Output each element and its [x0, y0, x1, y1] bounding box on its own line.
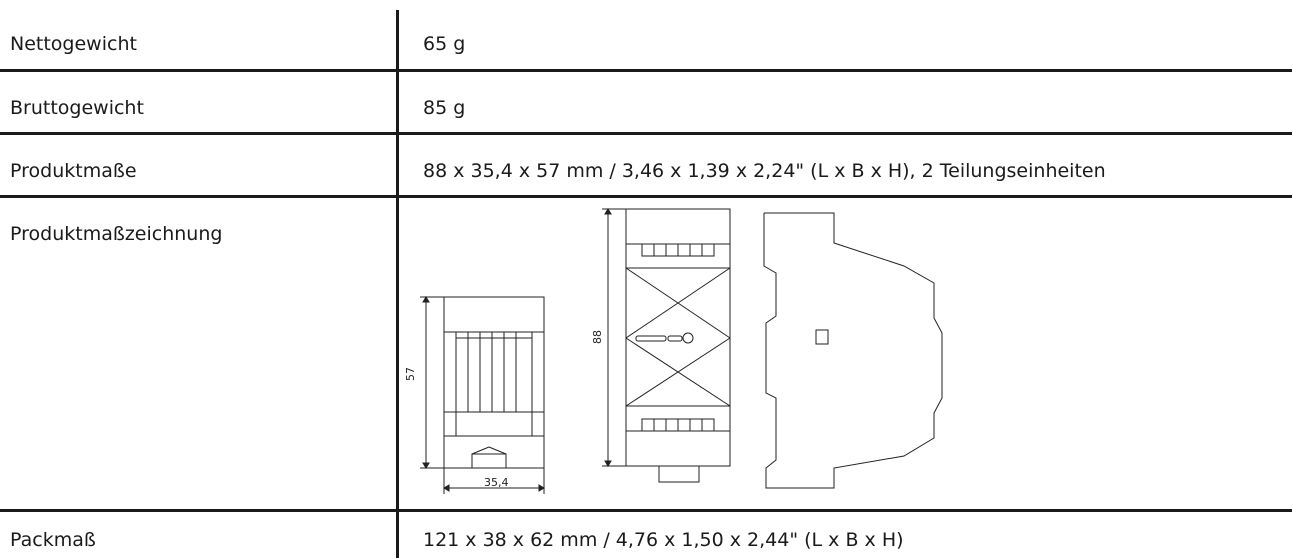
- row-value-product-dimensions: 88 x 35,4 x 57 mm / 3,46 x 1,39 x 2,24" …: [423, 160, 1106, 182]
- dim-width-label: 35,4: [484, 476, 509, 489]
- row-label-gross-weight: Bruttogewicht: [10, 97, 144, 119]
- row-divider: [0, 132, 1292, 135]
- row-divider: [0, 195, 1292, 198]
- row-label-product-dimensions: Produktmaße: [10, 160, 137, 182]
- row-label-net-weight: Nettogewicht: [10, 33, 137, 55]
- side-view-drawing: [763, 212, 943, 489]
- row-divider: [0, 69, 1292, 72]
- row-value-gross-weight: 85 g: [423, 97, 466, 119]
- front-view-drawing: 57 35,4: [404, 296, 545, 494]
- dim-height-label: 57: [404, 367, 417, 381]
- row-divider: [0, 509, 1292, 512]
- top-view-drawing: 88: [591, 208, 731, 483]
- row-label-package-dimensions: Packmaß: [10, 529, 96, 551]
- row-value-package-dimensions: 121 x 38 x 62 mm / 4,76 x 1,50 x 2,44" (…: [423, 529, 904, 551]
- row-label-dimension-drawing: Produktmaßzeichnung: [10, 223, 223, 245]
- row-value-net-weight: 65 g: [423, 33, 466, 55]
- dim-length-label: 88: [591, 330, 604, 344]
- dimension-drawing: 57 35,4: [404, 198, 1004, 498]
- column-divider: [396, 10, 399, 558]
